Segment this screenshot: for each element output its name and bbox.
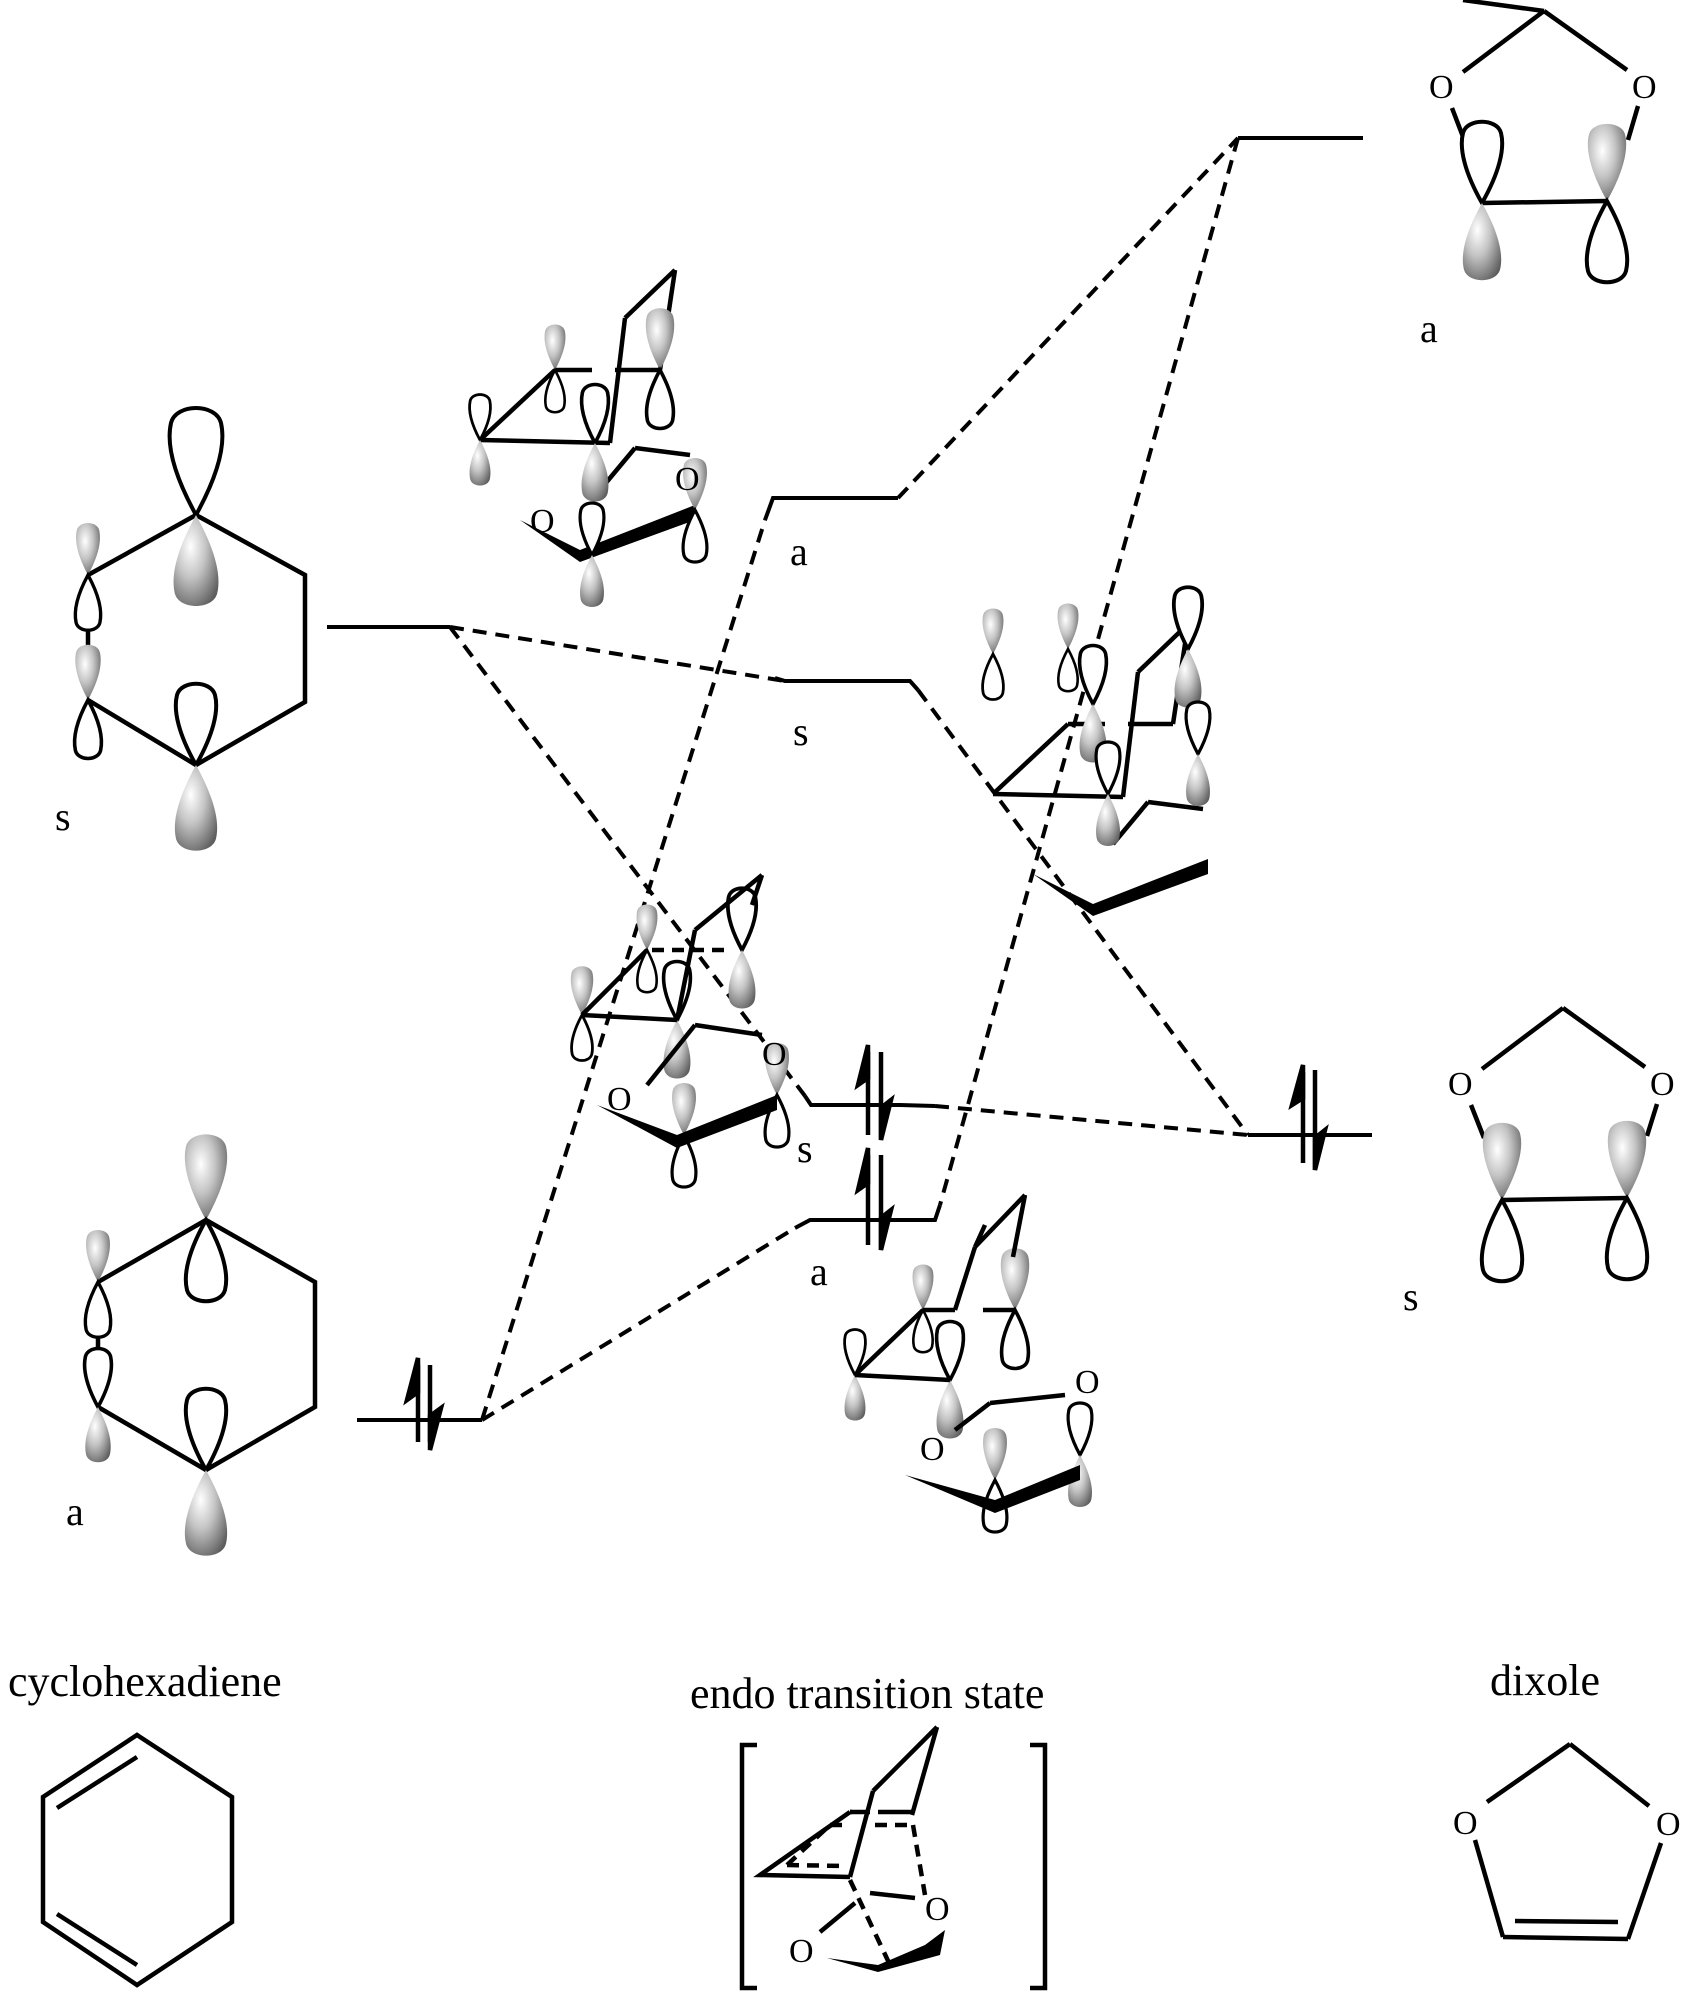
label-ts-s-occupied-symmetry: s: [797, 1126, 813, 1171]
title-endo-transition-state: endo transition state: [690, 1669, 1044, 1718]
label-dixole-homo-symmetry: s: [1403, 1274, 1419, 1319]
orbital-ts-s-occupied: O O: [570, 873, 791, 1189]
atom-oxygen: O: [1656, 1806, 1681, 1843]
label-chd-lumo-symmetry: s: [55, 794, 71, 839]
orbital-ts-a-upper: O O: [468, 270, 709, 607]
label-dixole-lumo-symmetry: a: [1420, 306, 1438, 351]
orbital-dixole-homo: O O: [1448, 1006, 1675, 1284]
orbital-ts-a-occupied: O O: [843, 1193, 1100, 1534]
label-chd-homo-symmetry: a: [66, 1489, 84, 1534]
title-dixole: dixole: [1490, 1656, 1600, 1705]
electron-pair-ts-s: [854, 1044, 895, 1141]
atom-oxygen: O: [530, 503, 555, 540]
corr-ts-s-upper-to-dixole-homo: [916, 688, 1250, 1137]
atom-oxygen: O: [1650, 1066, 1675, 1103]
orbital-ts-s-upper: [981, 585, 1212, 916]
level-ts-s-occupied: [803, 1094, 936, 1108]
label-ts-a-occupied-symmetry: a: [810, 1249, 828, 1294]
label-ts-a-upper-symmetry: a: [790, 529, 808, 574]
electron-pair-ts-a: [854, 1147, 895, 1251]
atom-oxygen: O: [762, 1036, 787, 1073]
atom-oxygen: O: [920, 1431, 945, 1468]
atom-oxygen: O: [789, 1933, 814, 1970]
atom-oxygen: O: [1453, 1805, 1478, 1842]
orbital-dixole-lumo: O O: [1429, 0, 1657, 285]
atom-oxygen: O: [607, 1081, 632, 1118]
level-ts-s-upper: [774, 676, 920, 692]
title-cyclohexadiene: cyclohexadiene: [8, 1657, 282, 1706]
structure-cyclohexadiene: [40, 1732, 235, 1988]
corr-chd-homo-to-ts-a-upper: [480, 519, 767, 1421]
level-ts-a-occupied: [794, 1204, 942, 1230]
corr-chd-lumo-to-ts-s-upper: [449, 625, 786, 683]
structure-endo-transition-state: O O: [739, 1725, 1048, 1991]
atom-oxygen: O: [675, 461, 700, 498]
electron-pair-cyclohexadiene-homo: [403, 1357, 445, 1451]
atom-oxygen: O: [1429, 69, 1454, 106]
corr-chd-homo-to-ts-a-occupied: [480, 1226, 797, 1422]
corr-chd-lumo-to-ts-s-occupied: [448, 625, 807, 1098]
atom-oxygen: O: [925, 1891, 950, 1928]
electron-pair-dixole-homo: [1288, 1064, 1329, 1171]
atom-oxygen: O: [1448, 1066, 1473, 1103]
atom-oxygen: O: [1075, 1364, 1100, 1401]
structure-dixole: O O: [1453, 1742, 1681, 1942]
corr-ts-a-upper-to-dixole-lumo: [896, 136, 1240, 500]
orbital-cyclohexadiene-lumo: [72, 406, 308, 851]
label-ts-s-upper-symmetry: s: [793, 709, 809, 754]
corr-ts-s-occupied-to-dixole-homo: [934, 1104, 1249, 1137]
orbital-cyclohexadiene-homo: [82, 1134, 318, 1556]
atom-oxygen: O: [1632, 69, 1657, 106]
level-ts-a-upper: [763, 496, 898, 521]
